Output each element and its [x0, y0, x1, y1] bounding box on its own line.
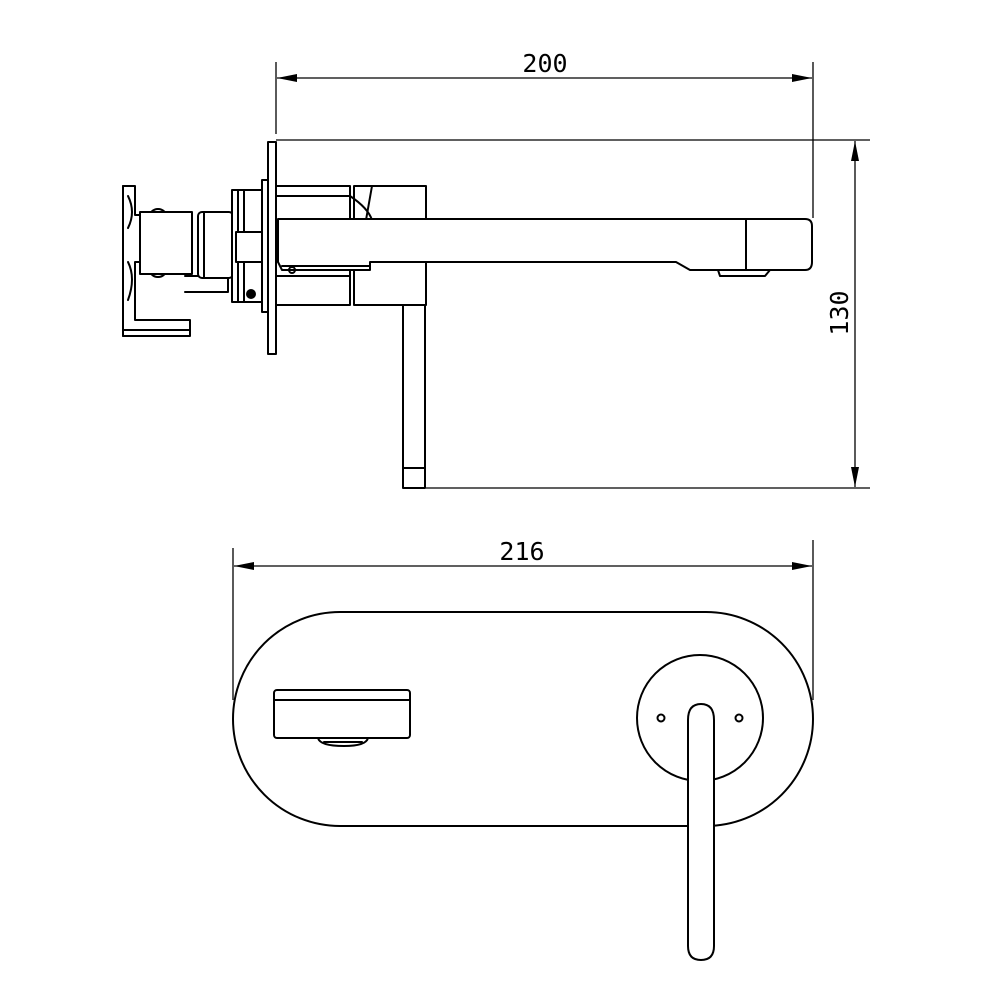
screw-icon — [246, 289, 256, 299]
dimension-overall-height: 130 — [276, 139, 870, 489]
dimension-label-216: 216 — [499, 537, 544, 566]
wall-plate-side — [267, 141, 277, 355]
dimension-label-130: 130 — [825, 290, 854, 335]
front-view: 216 — [232, 537, 814, 961]
lever-side — [402, 304, 426, 489]
spout-front — [273, 689, 411, 747]
screw-hole-icon — [734, 713, 744, 723]
side-view: 200 130 — [122, 49, 870, 489]
spout — [277, 218, 813, 277]
dimension-label-200: 200 — [522, 49, 567, 78]
valve-body — [197, 179, 271, 313]
dimension-plate-width: 216 — [232, 537, 814, 700]
dimension-spout-projection: 200 — [275, 49, 814, 218]
lever-front — [687, 703, 715, 961]
screw-hole-icon — [656, 713, 666, 723]
